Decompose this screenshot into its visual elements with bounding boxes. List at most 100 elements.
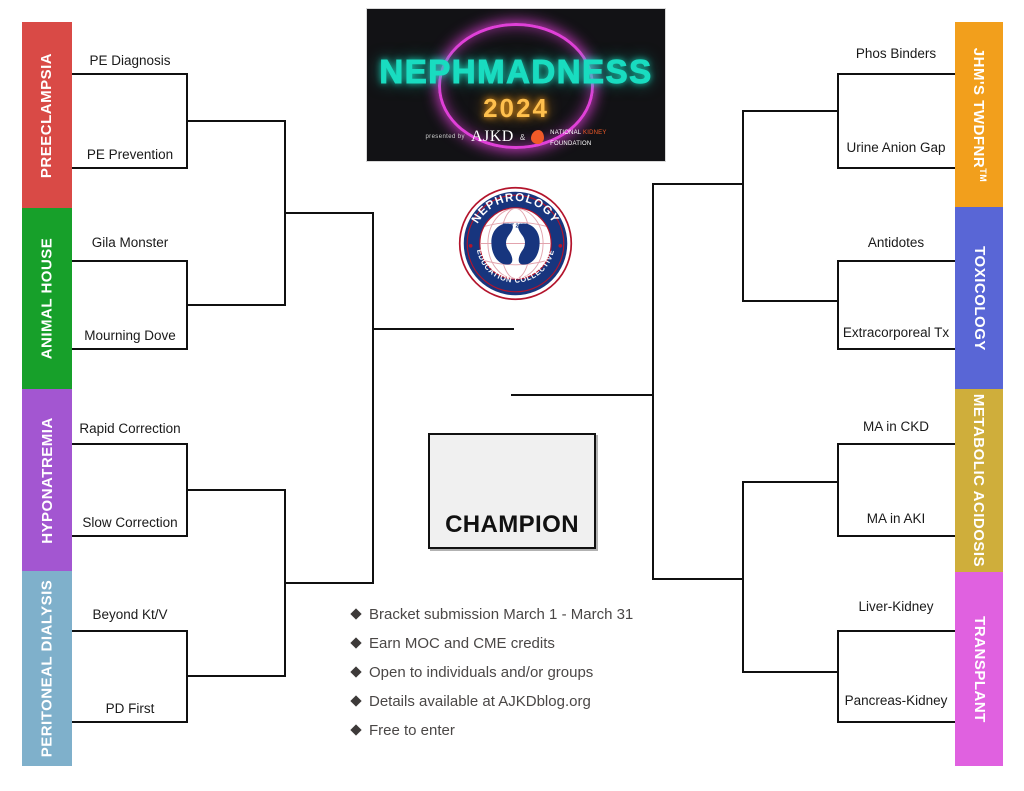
list-item: Bracket submission March 1 - March 31 bbox=[350, 606, 634, 623]
list-item-label: Free to enter bbox=[369, 722, 455, 739]
matchup-slot-top[interactable]: Antidotes bbox=[867, 235, 925, 250]
bracket-line bbox=[511, 394, 654, 396]
matchup-slot-top[interactable]: Liver-Kidney bbox=[858, 599, 934, 614]
diamond-bullet-icon bbox=[350, 637, 362, 649]
diamond-bullet-icon bbox=[350, 695, 362, 707]
region-label-animal-house: ANIMAL HOUSE bbox=[22, 208, 72, 389]
seal-icon: EST 2016 NEPHROLOGY EDUCATION COLLECTIVE bbox=[458, 186, 573, 301]
matchup-slot-top[interactable]: Rapid Correction bbox=[79, 421, 181, 436]
banner-year: 2024 bbox=[483, 93, 549, 123]
trademark-icon: TM bbox=[978, 167, 989, 182]
seal-est-text: EST 2016 bbox=[503, 223, 529, 229]
bracket-line bbox=[837, 260, 955, 262]
bracket-line bbox=[653, 183, 744, 185]
list-item-label: Details available at AJKDblog.org bbox=[369, 693, 591, 710]
bracket-line bbox=[837, 260, 839, 350]
region-name: HYPONATREMIA bbox=[38, 416, 56, 544]
matchup-slot-bottom[interactable]: Slow Correction bbox=[82, 515, 178, 530]
bracket-line bbox=[652, 183, 654, 580]
region-label-preeclampsia: PREECLAMPSIA bbox=[22, 22, 72, 208]
bracket-line bbox=[186, 304, 286, 306]
region-name: TRANSPLANT bbox=[970, 615, 988, 723]
ampersand-label: & bbox=[519, 132, 526, 142]
matchup-slot-top[interactable]: Phos Binders bbox=[855, 46, 937, 61]
list-item-label: Open to individuals and/or groups bbox=[369, 664, 594, 681]
matchup-slot-bottom[interactable]: PE Prevention bbox=[86, 147, 174, 162]
bracket-line bbox=[372, 328, 514, 330]
bracket-line bbox=[186, 489, 286, 491]
bracket-line bbox=[72, 721, 188, 723]
nkf-logo: NATIONAL KIDNEY FOUNDATION bbox=[550, 126, 606, 148]
bracket-line bbox=[72, 260, 188, 262]
region-name: PERITONEAL DIALYSIS bbox=[38, 579, 56, 758]
matchup-slot-bottom[interactable]: Extracorporeal Tx bbox=[842, 325, 950, 340]
matchup-slot-top[interactable]: Gila Monster bbox=[91, 235, 169, 250]
region-name: TOXICOLOGY bbox=[970, 245, 988, 351]
bracket-line bbox=[837, 630, 955, 632]
region-label-hyponatremia: HYPONATREMIA bbox=[22, 389, 72, 571]
bracket-line bbox=[284, 212, 374, 214]
bracket-line bbox=[653, 578, 744, 580]
list-item: Open to individuals and/or groups bbox=[350, 664, 633, 681]
list-item: Details available at AJKDblog.org bbox=[350, 693, 633, 710]
region-label-jhms-twdfnr: JHM'S TWDFNRTM bbox=[955, 22, 1003, 207]
bracket-line bbox=[742, 110, 744, 302]
bracket-line bbox=[837, 443, 839, 537]
nkf-kidney-word: KIDNEY bbox=[583, 130, 607, 136]
bracket-line bbox=[837, 630, 839, 723]
bracket-line bbox=[72, 443, 188, 445]
matchup-slot-bottom[interactable]: MA in AKI bbox=[866, 511, 926, 526]
region-name: ANIMAL HOUSE bbox=[38, 237, 56, 360]
bracket-line bbox=[837, 73, 955, 75]
list-item-label: Earn MOC and CME credits bbox=[369, 635, 555, 652]
region-name: JHM'S TWDFNR bbox=[970, 47, 988, 168]
matchup-slot-top[interactable]: MA in CKD bbox=[862, 419, 930, 434]
region-name: METABOLIC ACIDOSIS bbox=[970, 393, 988, 568]
region-label-transplant: TRANSPLANT bbox=[955, 572, 1003, 766]
region-label-metabolic-acidosis: METABOLIC ACIDOSIS bbox=[955, 389, 1003, 572]
diamond-bullet-icon bbox=[350, 724, 362, 736]
list-item-label: Bracket submission March 1 - March 31 bbox=[369, 606, 634, 623]
matchup-slot-bottom[interactable]: Mourning Dove bbox=[84, 328, 176, 343]
bracket-line bbox=[837, 167, 955, 169]
bracket-line bbox=[837, 535, 955, 537]
bracket-line bbox=[72, 535, 188, 537]
nephrology-education-collective-seal: EST 2016 NEPHROLOGY EDUCATION COLLECTIVE bbox=[458, 186, 573, 301]
matchup-slot-top[interactable]: PE Diagnosis bbox=[89, 53, 171, 68]
bracket-line bbox=[186, 675, 286, 677]
matchup-slot-bottom[interactable]: Pancreas-Kidney bbox=[844, 693, 948, 708]
bracket-line bbox=[72, 630, 188, 632]
matchup-slot-top[interactable]: Beyond Kt/V bbox=[92, 607, 168, 622]
bracket-line bbox=[742, 481, 839, 483]
bracket-line bbox=[742, 300, 839, 302]
diamond-bullet-icon bbox=[350, 666, 362, 678]
bracket-line bbox=[186, 120, 286, 122]
bracket-line bbox=[72, 167, 188, 169]
bracket-line bbox=[284, 582, 374, 584]
region-name: PREECLAMPSIA bbox=[38, 52, 56, 178]
ajkd-logo: AJKD bbox=[470, 128, 514, 145]
bracket-line bbox=[72, 348, 188, 350]
presented-by-label: presented by bbox=[425, 134, 465, 140]
matchup-slot-bottom[interactable]: Urine Anion Gap bbox=[846, 140, 946, 155]
banner-title: NEPHMADNESS bbox=[379, 53, 653, 91]
nkf-line2: FOUNDATION bbox=[550, 141, 592, 147]
list-item: Free to enter bbox=[350, 722, 633, 739]
region-label-peritoneal-dialysis: PERITONEAL DIALYSIS bbox=[22, 571, 72, 766]
list-item: Earn MOC and CME credits bbox=[350, 635, 633, 652]
champion-box[interactable]: CHAMPION bbox=[428, 433, 596, 549]
diamond-bullet-icon bbox=[350, 608, 362, 620]
region-label-toxicology: TOXICOLOGY bbox=[955, 207, 1003, 389]
bracket-line bbox=[742, 481, 744, 673]
info-bullet-list: Bracket submission March 1 - March 31 Ea… bbox=[350, 606, 634, 751]
bracket-line bbox=[837, 443, 955, 445]
bracket-line bbox=[742, 110, 839, 112]
nkf-line1: NATIONAL bbox=[550, 130, 582, 136]
nkf-kidney-icon bbox=[531, 130, 545, 144]
matchup-slot-bottom[interactable]: PD First bbox=[105, 701, 155, 716]
bracket-line bbox=[837, 721, 955, 723]
bracket-line bbox=[837, 73, 839, 169]
sponsor-row: presented by AJKD & NATIONAL KIDNEY FOUN… bbox=[367, 126, 665, 148]
champion-label: CHAMPION bbox=[445, 511, 579, 538]
